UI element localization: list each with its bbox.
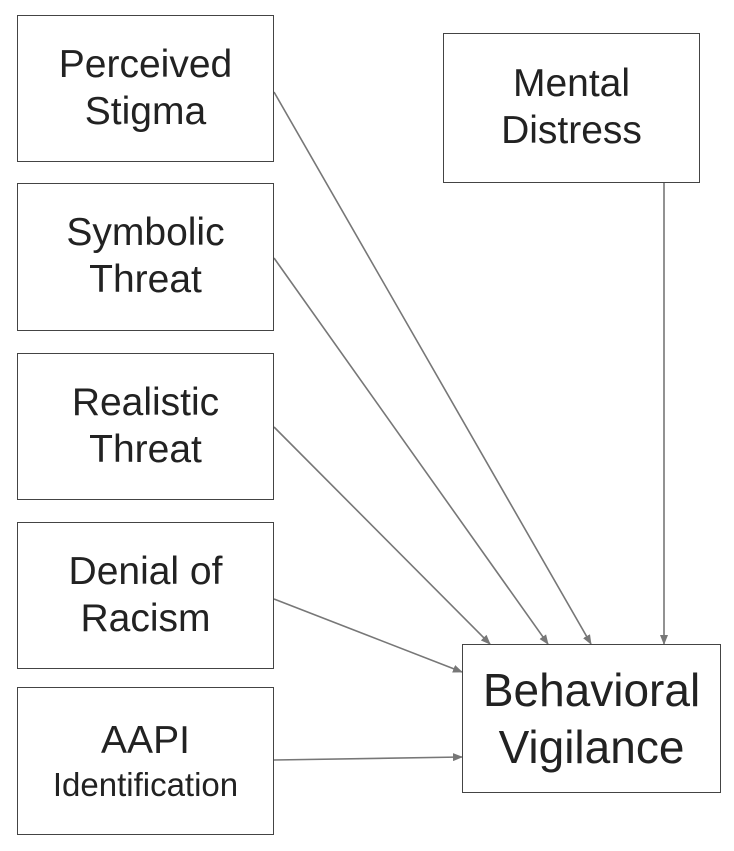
node-label: Realistic Threat [71,380,220,471]
edge-symbolic-threat [273,257,549,645]
node-symbolic-threat: Symbolic Threat [17,183,274,331]
node-label: Behavioral Vigilance [482,664,701,773]
node-label: Symbolic Threat [66,211,225,301]
edge-perceived-stigma [273,91,592,645]
edge-aapi-identification [273,753,463,762]
node-realistic-threat: Realistic Threat [17,353,274,500]
node-behavioral-vigilance: Behavioral Vigilance [462,644,721,793]
node-label: Mental Distress [501,62,642,152]
node-mental-distress: Mental Distress [443,33,700,183]
edge-realistic-threat [273,426,491,645]
node-perceived-stigma: Perceived Stigma [17,15,274,162]
edge-denial-of-racism [273,598,463,673]
node-denial-of-racism: Denial of Racism [17,522,274,669]
node-label: Perceived Stigma [58,42,233,133]
node-label: Denial of Racism [68,549,223,640]
node-label: AAPI Identification [52,718,239,803]
node-aapi-identification: AAPI Identification [17,687,274,835]
